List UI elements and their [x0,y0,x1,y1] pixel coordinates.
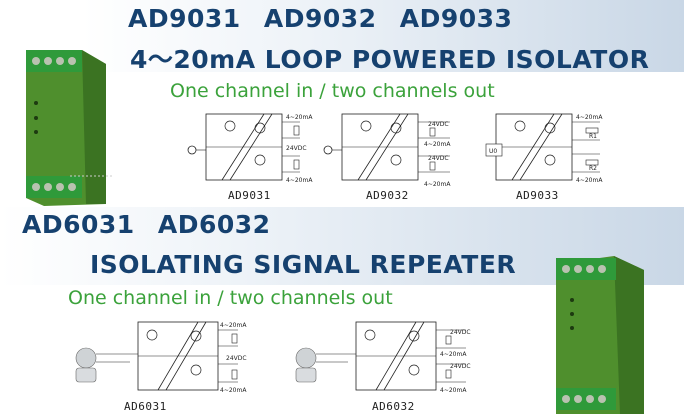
ad9031-output2-label: 4~20mA [286,177,313,184]
ad9031-supply-label: 24VDC [286,145,307,152]
caption-ad9031: AD9031 [228,189,271,202]
product-title-bottom: ISOLATING SIGNAL REPEATER [90,250,517,279]
wiring-diagram-ad9031: 4~20mA 24VDC 4~20mA [187,113,313,184]
subtitle-top: One channel in / two channels out [170,80,495,102]
ad9032-v1-label: 24VDC [428,121,449,128]
models-heading-bottom: AD6031 AD6032 [22,210,271,239]
ad6031-output1-label: 4~20mA [220,322,247,329]
models-heading-top: AD9031 AD9032 AD9033 [128,4,513,33]
isolator-module-image-left [26,50,112,206]
ad9033-output2-label: 4~20mA [576,177,603,184]
repeater-module-image-right [556,256,644,414]
caption-ad9033: AD9033 [516,189,559,202]
ad9033-r1-label: R1 [589,133,597,140]
ad6032-output2-label: 4~20mA [440,387,467,394]
ad6032-v2-label: 24VDC [450,363,471,370]
wiring-diagram-ad6032: 24VDC 4~20mA 24VDC 4~20mA [295,321,471,394]
ad9032-output2-label: 4~20mA [424,181,451,188]
ad6031-output2-label: 4~20mA [220,387,247,394]
wiring-diagram-ad9032: 24VDC 4~20mA 24VDC 4~20mA [323,113,451,188]
ad9033-output1-label: 4~20mA [576,114,603,121]
ad6032-output1-label: 4~20mA [440,351,467,358]
ad6032-v1-label: 24VDC [450,329,471,336]
ad9033-uo-label: U0 [489,148,497,155]
ad9033-r2-label: R2 [589,165,597,172]
header-background-top [0,0,684,72]
caption-ad6032: AD6032 [372,400,415,413]
ad6031-supply-label: 24VDC [226,355,247,362]
caption-ad9032: AD9032 [366,189,409,202]
wiring-diagram-ad9033: U0 4~20mA R1 R2 4~20mA [485,113,603,184]
wiring-diagram-ad6031: 4~20mA 24VDC 4~20mA [75,321,247,394]
ad9032-v2-label: 24VDC [428,155,449,162]
product-title-top: 4～20mA LOOP POWERED ISOLATOR [130,45,650,74]
subtitle-bottom: One channel in / two channels out [68,287,393,309]
caption-ad6031: AD6031 [124,400,167,413]
ad9031-output1-label: 4~20mA [286,114,313,121]
ad9032-output1-label: 4~20mA [424,141,451,148]
